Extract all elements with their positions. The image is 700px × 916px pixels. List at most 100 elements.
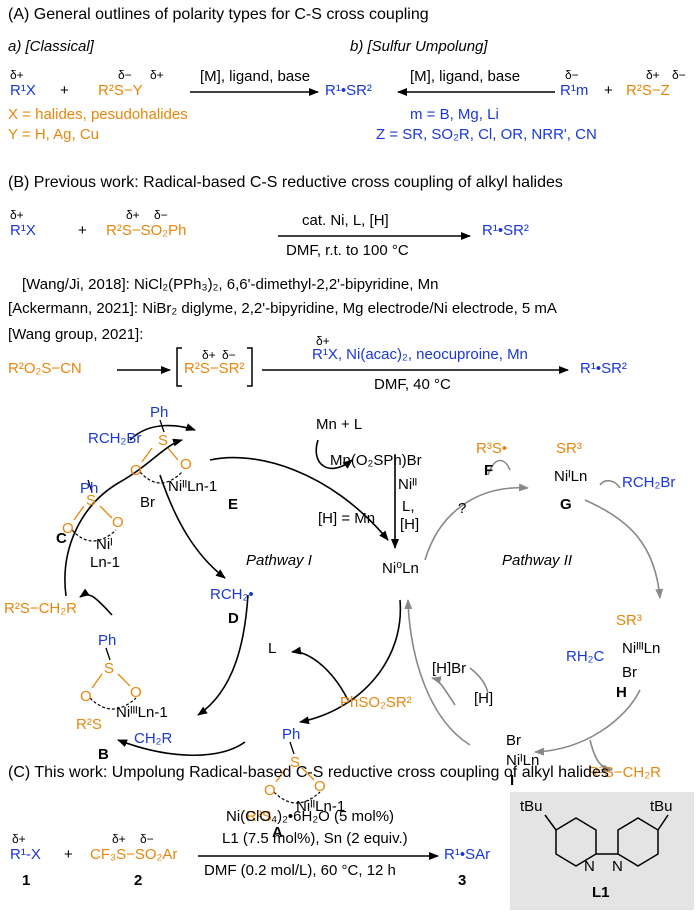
br-E: Br — [140, 494, 155, 511]
label-E: E — [228, 496, 239, 513]
ni-II: Niᴵᴵ — [398, 476, 418, 493]
o-A-left: O — [264, 782, 276, 799]
o-B-left: O — [80, 688, 92, 705]
ph-C: Ph — [80, 480, 99, 497]
ni-A: NiᴵᴵLn-1 — [296, 798, 346, 815]
compound-2: 2 — [134, 872, 143, 889]
y-definition: Y = H, Ag, Cu — [8, 126, 100, 143]
sr3-G: SR³ — [556, 440, 582, 457]
rh2c-H: RH₂C — [566, 648, 605, 665]
ni-I: NiᴵLn — [506, 752, 540, 769]
arrow-r3s-product — [589, 739, 613, 773]
rch2br-right: RCH₂Br — [622, 474, 676, 491]
h-to-ni0: [H] — [400, 516, 420, 533]
l-released: L — [268, 640, 277, 657]
s-E: S — [158, 432, 169, 449]
delta-plus-b: δ+ — [10, 208, 24, 222]
conditions-b-top: cat. Ni, L, [H] — [302, 212, 389, 229]
br-H: Br — [622, 664, 637, 681]
reagent-b2: R²S−SO₂Ph — [106, 222, 187, 239]
label-D: D — [228, 610, 239, 627]
product-wang: R¹•SR² — [580, 360, 627, 377]
arrow-Ni0-to-G — [424, 483, 529, 561]
delta-plus-r1x: δ+ — [10, 68, 24, 82]
x-definition: X = halides, pesudohalides — [8, 106, 188, 123]
compound-3: 3 — [458, 872, 467, 889]
bracket-right — [247, 347, 253, 387]
conditions-b-bottom: DMF, r.t. to 100 °C — [286, 242, 409, 259]
arrow-C-to-E — [119, 438, 183, 483]
o-C-right: O — [112, 514, 124, 531]
arrow-C-to-D — [159, 474, 226, 579]
r2s-A: R²S — [246, 808, 272, 825]
label-G: G — [560, 496, 572, 513]
o-A-right: O — [314, 778, 326, 795]
z-definition: Z = SR, SO₂R, Cl, OR, NRR', CN — [376, 126, 597, 143]
o-E-right: O — [180, 456, 192, 473]
mn-salt: Mn(O₂SPh)Br — [330, 452, 422, 470]
label-I: I — [510, 772, 515, 789]
arrow-E-to-Ni0 — [209, 456, 389, 541]
delta-plus-r1x-wang: δ+ — [316, 334, 330, 348]
ph-A: Ph — [282, 726, 301, 743]
section-c-header: (C) This work: Umpolung Radical-based C-… — [8, 764, 609, 781]
arrow-rch2br-in — [599, 479, 621, 489]
mn-plus-l: Mn + L — [316, 416, 363, 433]
r2s-ch2r-text: R²S−CH₂R — [4, 600, 77, 617]
product-a: R¹•SR² — [325, 82, 372, 99]
conditions-wang-bottom: DMF, 40 °C — [374, 376, 451, 393]
arrow-A-to-B — [117, 739, 246, 757]
arrow-G-to-H — [584, 499, 664, 599]
r3s-radical: R³S• — [476, 440, 508, 457]
label-H: H — [616, 684, 627, 701]
pathway-1: Pathway I — [246, 552, 312, 569]
classical-label: a) [Classical] — [8, 38, 94, 55]
ni-B: NiᴵᴵᴵLn-1 — [116, 704, 168, 721]
arrow-release-L — [291, 646, 349, 701]
rch2-radical: RCH₂• — [210, 586, 254, 603]
arrow-F-in — [487, 459, 511, 476]
l-to-ni0: L, — [402, 498, 415, 515]
delta-plus-c2: δ+ — [112, 832, 126, 846]
phso2sr2: PhSO₂SR² — [340, 694, 412, 711]
s-C: S — [86, 492, 97, 509]
reagent-c2: CF₃S−SO₂Ar — [90, 846, 178, 863]
h-reagent: [H] — [474, 690, 494, 707]
arrow-H-to-I — [534, 689, 641, 756]
h-equals-mn: [H] = Mn — [318, 510, 376, 527]
br-I: Br — [506, 732, 521, 749]
arrow-h — [469, 667, 489, 694]
pathway-2: Pathway II — [502, 552, 573, 569]
m-definition: m = B, Mg, Li — [410, 106, 499, 123]
o-B-right: O — [130, 684, 142, 701]
mn-salt-text: Mn(O₂SPh)Br — [330, 452, 422, 469]
ph-E: Ph — [150, 404, 169, 421]
r1x-b: R¹X — [10, 222, 36, 239]
r1x-reagent: R¹X — [10, 82, 36, 99]
arrow-rch2br — [129, 423, 196, 441]
question-mark: ? — [458, 500, 467, 517]
conditions-c-1: Ni(ClO₄)₂•6H₂O (5 mol%) — [226, 808, 395, 825]
section-a-header: (A) General outlines of polarity types f… — [8, 6, 429, 23]
arrow-I-to-Ni0 — [404, 599, 471, 746]
label-B: B — [98, 746, 109, 763]
r3s-ch2r-product: R³S−CH₂R — [588, 764, 661, 781]
arc-B-to-C — [64, 481, 121, 597]
delta-plus-c: δ+ — [12, 832, 26, 846]
ni-E: NiᴵᴵLn-1 — [168, 478, 218, 495]
arrow-hbr — [431, 676, 456, 706]
delta-minus-c2: δ− — [140, 832, 154, 846]
conditions-wang-text: R¹X, Ni(acac)₂, neocuproine, Mn — [312, 346, 528, 363]
conditions-c-2: L1 (7.5 mol%), Sn (2 equiv.) — [222, 830, 408, 847]
r2s-B: R²S — [76, 716, 102, 733]
delta-minus-z: δ− — [672, 68, 686, 82]
r1x-c: R¹-X — [10, 846, 41, 863]
umpolung-conditions: [M], ligand, base — [410, 68, 521, 85]
n-right: N — [612, 858, 623, 875]
arrow-Ni0-to-A — [299, 599, 402, 725]
rch2br-left: RCH₂Br — [88, 430, 142, 447]
plus-sign-b: + — [604, 82, 613, 99]
product-b: R¹•SR² — [482, 222, 529, 239]
n-left: N — [584, 858, 595, 875]
